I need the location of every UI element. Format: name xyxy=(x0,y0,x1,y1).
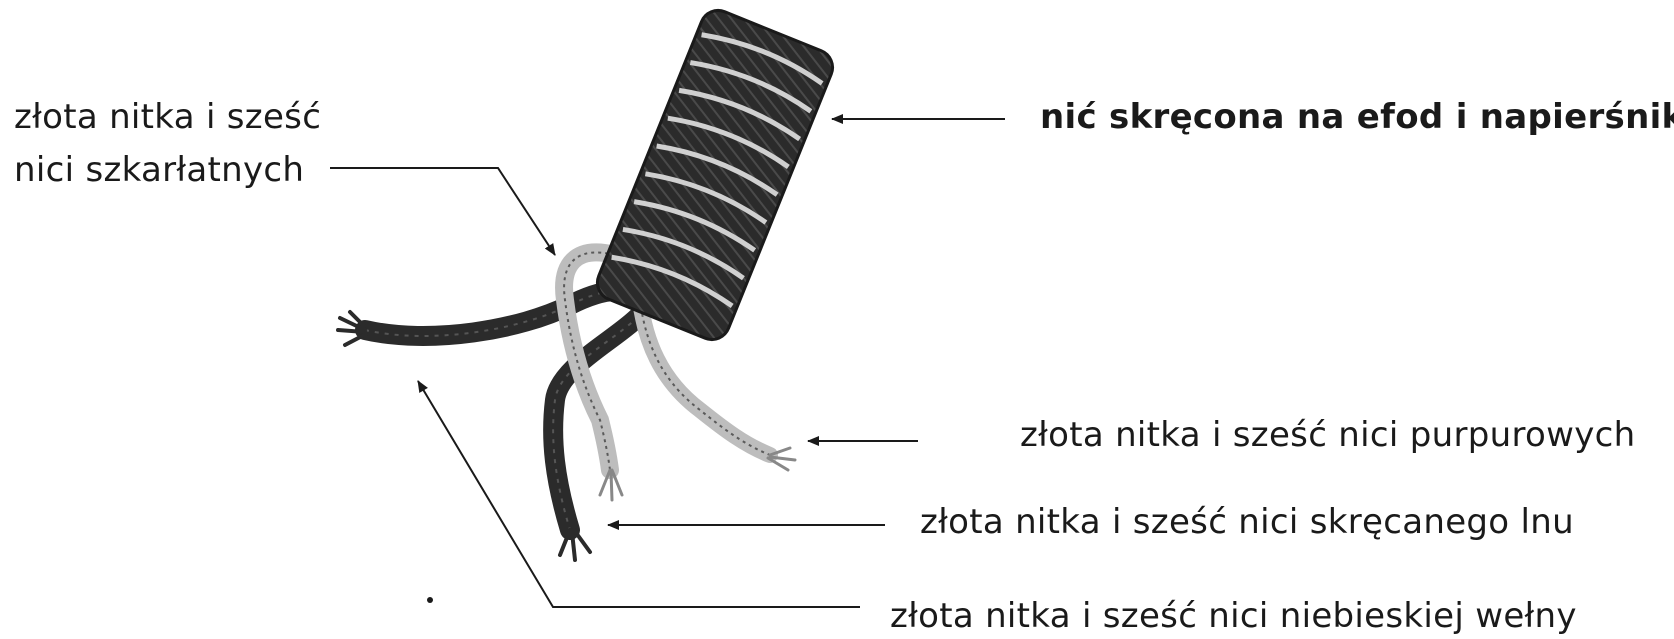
label-scarlet-line1: złota nitka i sześć xyxy=(14,95,321,139)
label-linen: złota nitka i sześć nici skręcanego lnu xyxy=(920,500,1574,544)
arrow-scarlet xyxy=(330,168,555,255)
stray-dot xyxy=(427,597,433,603)
label-scarlet-line2: nici szkarłatnych xyxy=(14,148,304,192)
arrow-blue xyxy=(418,381,860,607)
label-blue: złota nitka i sześć nici niebieskiej weł… xyxy=(890,594,1577,638)
label-main: nić skręcona na efod i napierśnik xyxy=(1040,95,1674,139)
label-purple: złota nitka i sześć nici purpurowych xyxy=(1020,413,1635,457)
wrapped-cord xyxy=(592,5,838,345)
blue-strand xyxy=(338,291,640,345)
